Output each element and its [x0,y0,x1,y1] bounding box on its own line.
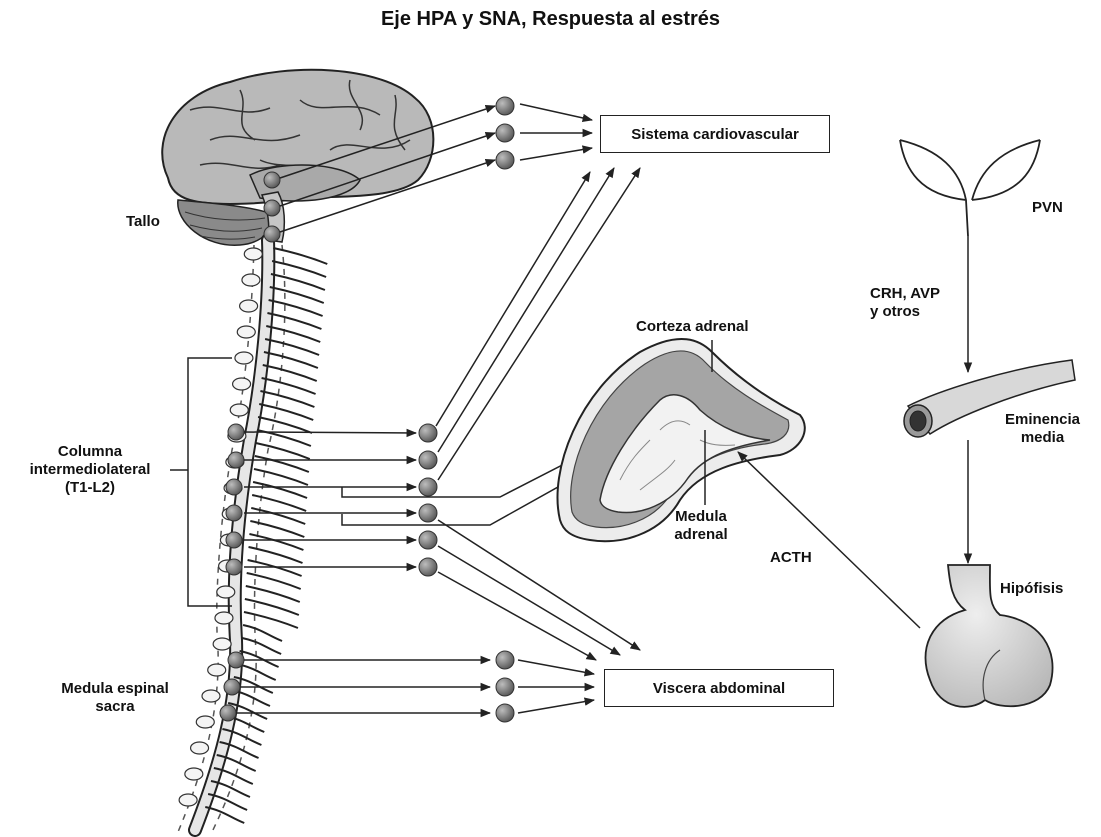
vertebra [202,690,220,702]
vertebra [179,794,197,806]
label-columna-line3: (T1-L2) [10,479,170,497]
diagram-title: Eje HPA y SNA, Respuesta al estrés [0,8,1101,31]
arrow-top-1 [520,104,592,120]
vertebra [217,586,235,598]
vertebra [233,378,251,390]
label-corteza-adrenal: Corteza adrenal [636,318,749,336]
ganglion-brain-2 [264,200,280,216]
label-pvn: PVN [1032,199,1063,217]
arrow-acth [738,452,920,628]
label-medula-adrenal-line2: adrenal [656,526,746,544]
spinal-nerve [245,599,299,615]
label-columna-line1: Columna [10,443,170,461]
spinal-nerve [260,391,314,407]
ganglion-top-1 [496,97,514,115]
pvn-shape [900,140,1040,236]
label-medula-espinal-line2: sacra [40,698,190,716]
spinal-nerve [249,547,303,563]
spinal-nerve [272,261,326,277]
vertebra [244,248,262,260]
vertebra [191,742,209,754]
spinal-nerve [264,352,318,368]
vertebra [208,664,226,676]
vertebra [213,638,231,650]
spinal-nerve [273,248,327,264]
vertebra [242,274,260,286]
vertebra [215,612,233,624]
spinal-nerve [242,638,281,654]
spinal-nerve [265,339,319,355]
spinal-nerve [259,404,313,420]
vertebra [240,300,258,312]
spinal-nerve [254,469,308,485]
spinal-nerve [249,534,303,550]
spinal-nerve [205,807,244,823]
spinal-nerve [263,365,317,381]
label-tallo: Tallo [126,213,160,231]
label-crh: CRH, AVP y otros [870,285,940,321]
vertebra [235,352,253,364]
ganglion-top-3 [496,151,514,169]
vertebrae [179,248,262,806]
spinal-nerve [256,443,310,459]
spinal-nerve [266,326,320,342]
label-medula-adrenal-line1: Medula [656,508,746,526]
box-viscera-abdominal: Viscera abdominal [604,669,834,707]
vertebra [230,404,248,416]
spinal-nerve [271,274,325,290]
box-sistema-cardiovascular: Sistema cardiovascular [600,115,830,153]
label-medula-espinal: Medula espinal sacra [40,680,190,716]
ganglion-top-2 [496,124,514,142]
label-eminencia-line1: Eminencia [990,411,1095,429]
spinal-nerve [250,521,304,537]
spinal-nerve [255,456,309,472]
label-eminencia-media: Eminencia media [990,411,1095,447]
label-columna: Columna intermediolateral (T1-L2) [10,443,170,497]
label-crh-line2: y otros [870,303,940,321]
ganglia-sacral [496,651,514,722]
label-eminencia-line2: media [990,429,1095,447]
label-medula-adrenal: Medula adrenal [656,508,746,544]
spinal-nerve [240,651,279,667]
label-hipofisis: Hipófisis [1000,580,1063,598]
ganglion-brain-1 [264,172,280,188]
spinal-nerve [243,625,282,641]
spinal-nerve [270,287,324,303]
brain [162,70,433,245]
ganglion-brain-3 [264,226,280,242]
spinal-nerve [267,313,321,329]
label-medula-espinal-line1: Medula espinal [40,680,190,698]
label-acth: ACTH [770,549,812,567]
spinal-nerve [262,378,316,394]
vertebra [237,326,255,338]
ganglia-mid [419,424,437,576]
vertebra [185,768,203,780]
arrow-top-3 [520,148,592,160]
spinal-nerve [269,300,323,316]
vertebra [196,716,214,728]
arrows-sacral [236,660,594,713]
spinal-nerve [244,612,298,628]
label-crh-line1: CRH, AVP [870,285,940,303]
label-columna-line2: intermediolateral [10,461,170,479]
spinal-nerve [258,417,312,433]
